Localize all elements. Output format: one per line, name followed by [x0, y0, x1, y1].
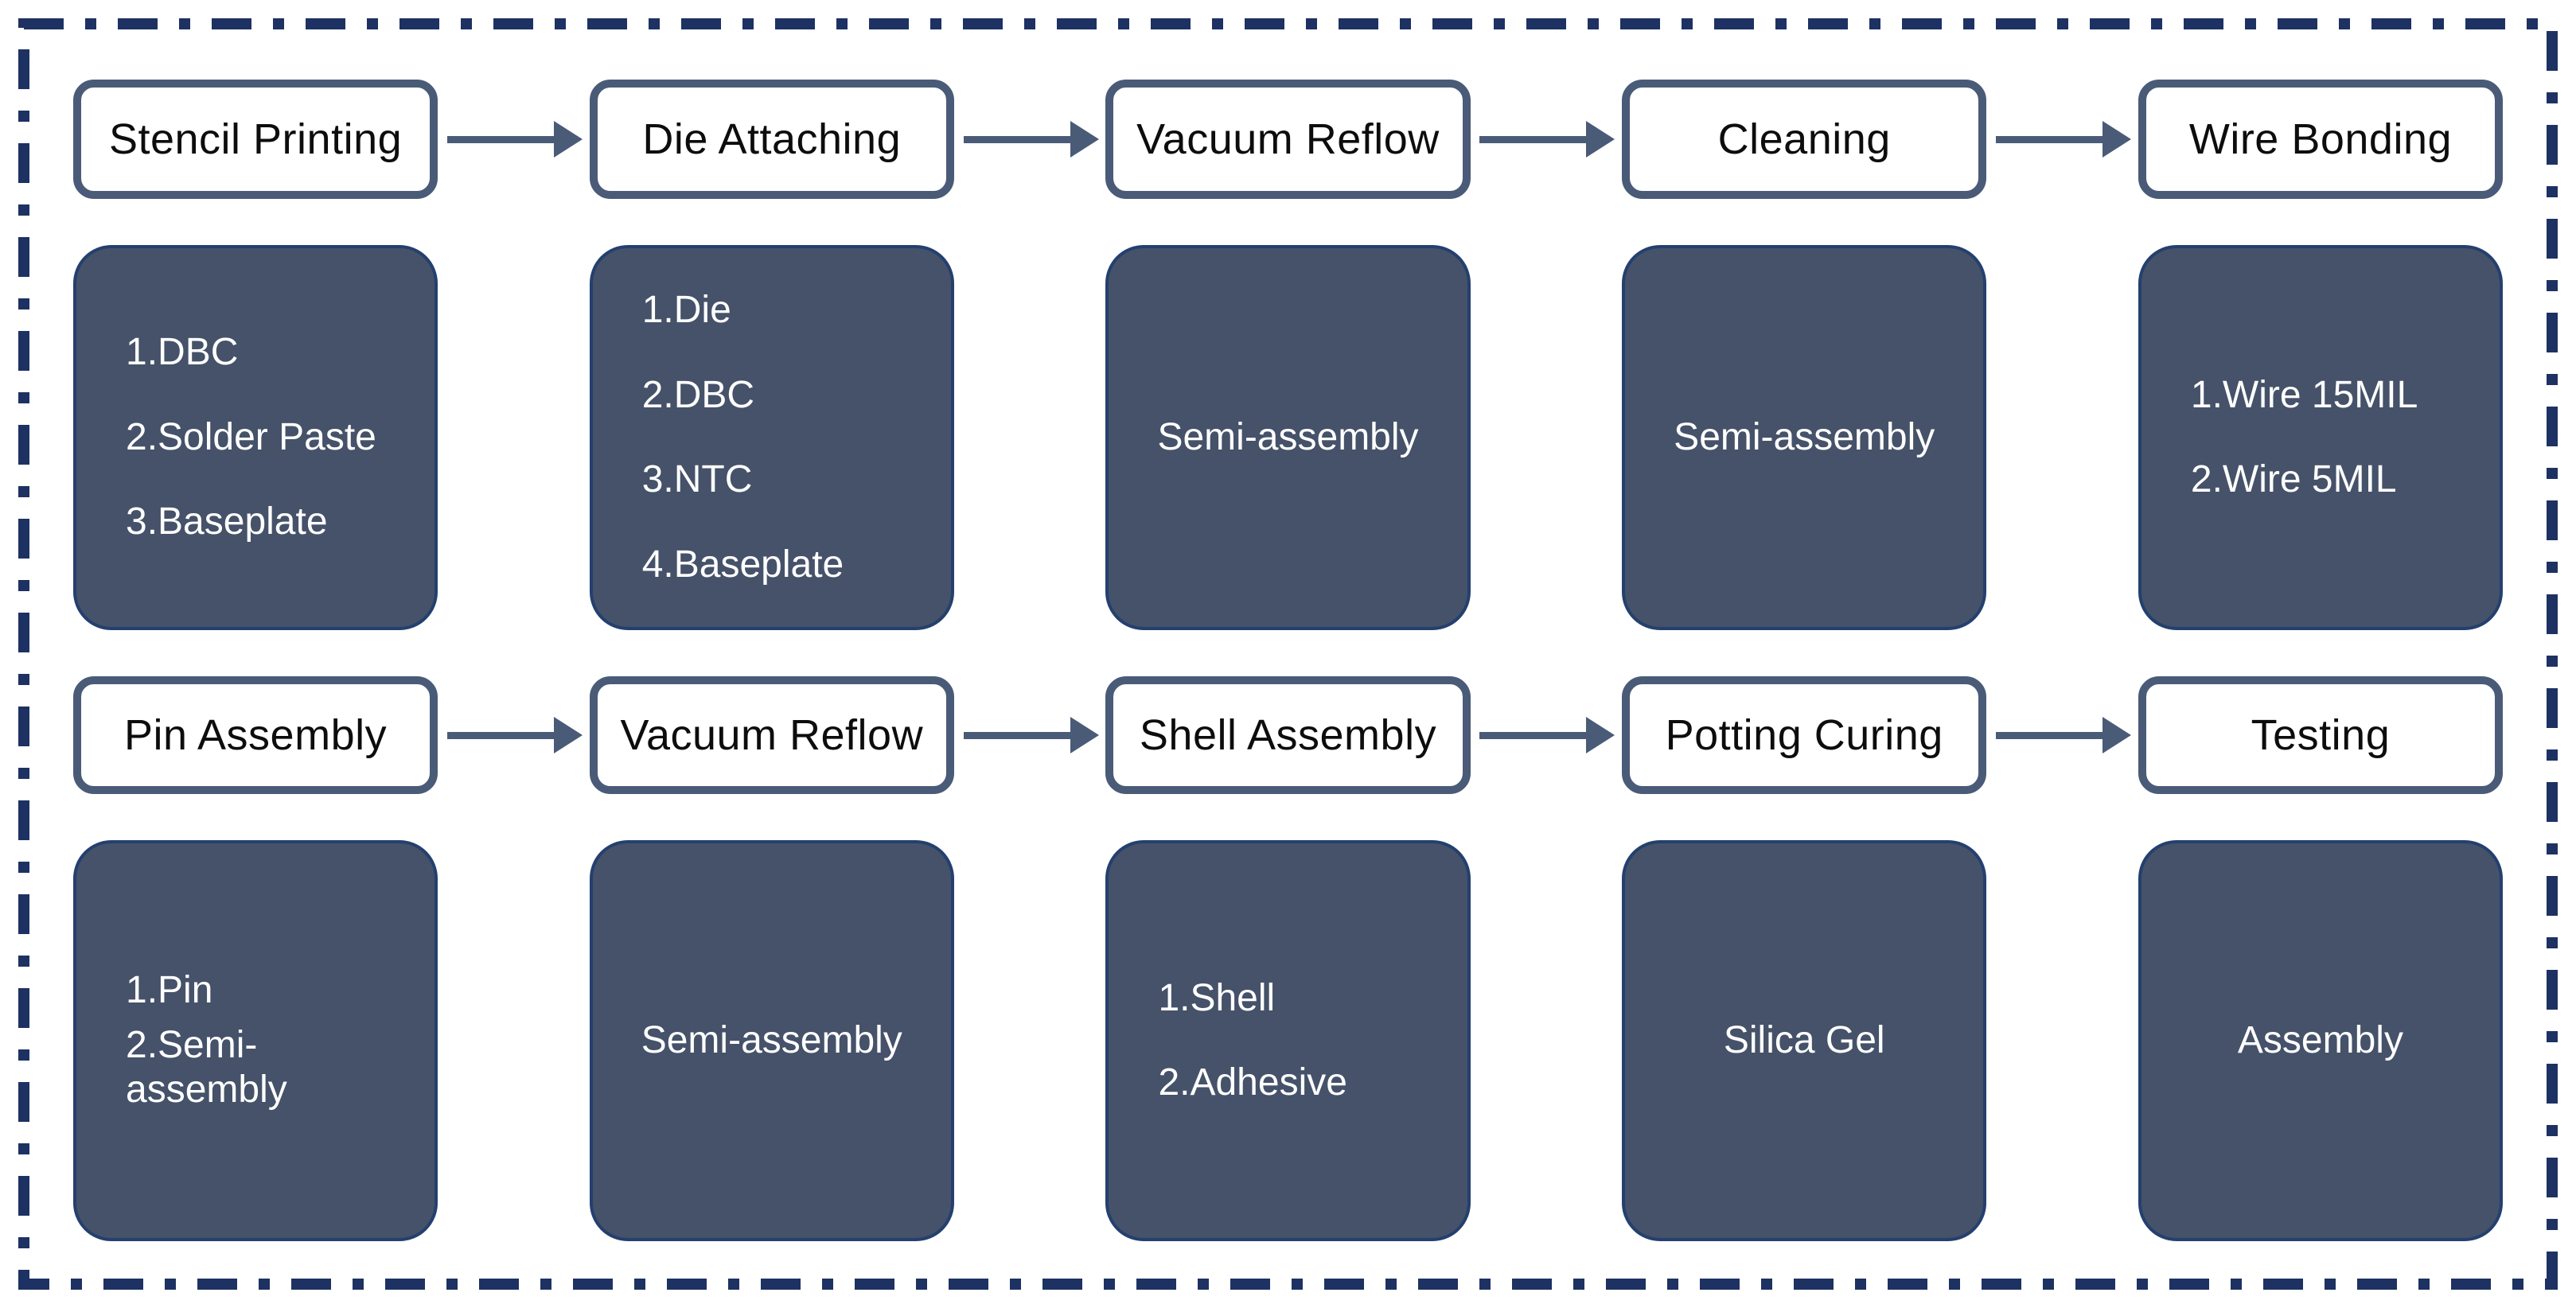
- process-box-testing: Testing: [2138, 676, 2503, 795]
- material-item: 4.Baseplate: [641, 543, 844, 586]
- materials-box-stencil-printing: 1.DBC 2.Solder Paste 3.Baseplate: [73, 245, 438, 631]
- process-flow-diagram: Stencil Printing Die Attaching Vacuum Re…: [73, 80, 2503, 1241]
- material-item: 2.Solder Paste: [126, 415, 376, 458]
- arrow-right-icon: [1479, 731, 1589, 739]
- material-item: 2.Adhesive: [1158, 1061, 1347, 1104]
- process-box-cleaning: Cleaning: [1622, 80, 1987, 199]
- arrow-cell: [1471, 676, 1623, 794]
- materials-box-vacuum-reflow-2: Semi-assembly: [589, 840, 954, 1241]
- process-label: Cleaning: [1717, 115, 1891, 163]
- process-label: Potting Curing: [1665, 711, 1943, 760]
- materials-box-die-attaching: 1.Die 2.DBC 3.NTC 4.Baseplate: [589, 245, 954, 631]
- material-item: 1.DBC: [126, 331, 239, 374]
- material-item: Semi-assembly: [641, 1018, 902, 1061]
- arrow-right-icon: [1995, 135, 2106, 143]
- arrow-right-icon: [963, 135, 1073, 143]
- process-box-pin-assembly: Pin Assembly: [73, 676, 438, 795]
- arrow-cell: [954, 676, 1106, 794]
- process-label: Die Attaching: [642, 115, 902, 163]
- process-label: Vacuum Reflow: [620, 711, 924, 760]
- materials-box-pin-assembly: 1.Pin 2.Semi-assembly: [73, 840, 438, 1241]
- material-item: 3.NTC: [641, 458, 753, 501]
- arrow-cell: [438, 80, 590, 199]
- material-item: 2.DBC: [641, 373, 755, 416]
- process-box-shell-assembly: Shell Assembly: [1105, 676, 1471, 795]
- material-item: 1.Wire 15MIL: [2190, 373, 2418, 416]
- process-label: Stencil Printing: [108, 115, 403, 163]
- materials-box-vacuum-reflow-1: Semi-assembly: [1105, 245, 1471, 631]
- arrow-right-icon: [1479, 135, 1589, 143]
- process-box-potting-curing: Potting Curing: [1622, 676, 1987, 795]
- material-item: 2.Wire 5MIL: [2190, 458, 2397, 501]
- process-box-stencil-printing: Stencil Printing: [73, 80, 438, 199]
- material-item: Semi-assembly: [1157, 415, 1419, 458]
- material-item: 1.Pin: [126, 969, 213, 1012]
- arrow-cell: [1986, 80, 2138, 199]
- arrow-right-icon: [963, 731, 1073, 739]
- material-item: Assembly: [2237, 1018, 2403, 1061]
- process-box-vacuum-reflow-1: Vacuum Reflow: [1105, 80, 1471, 199]
- materials-box-cleaning: Semi-assembly: [1622, 245, 1987, 631]
- process-label: Vacuum Reflow: [1136, 115, 1440, 163]
- material-item: 1.Die: [641, 288, 731, 331]
- arrow-right-icon: [1995, 731, 2106, 739]
- arrow-cell: [1471, 80, 1623, 199]
- process-box-wire-bonding: Wire Bonding: [2138, 80, 2503, 199]
- materials-box-wire-bonding: 1.Wire 15MIL 2.Wire 5MIL: [2138, 245, 2503, 631]
- process-box-vacuum-reflow-2: Vacuum Reflow: [589, 676, 954, 795]
- process-label: Wire Bonding: [2188, 115, 2453, 163]
- arrow-cell: [438, 676, 590, 794]
- materials-box-shell-assembly: 1.Shell 2.Adhesive: [1105, 840, 1471, 1241]
- arrow-cell: [954, 80, 1106, 199]
- process-label: Shell Assembly: [1139, 711, 1437, 760]
- arrow-right-icon: [446, 135, 557, 143]
- process-box-die-attaching: Die Attaching: [589, 80, 954, 199]
- materials-box-testing: Assembly: [2138, 840, 2503, 1241]
- arrow-right-icon: [446, 731, 557, 739]
- materials-box-potting-curing: Silica Gel: [1622, 840, 1987, 1241]
- material-item: Semi-assembly: [1674, 415, 1935, 458]
- material-item: Silica Gel: [1723, 1018, 1885, 1061]
- material-item: 3.Baseplate: [126, 500, 328, 543]
- material-item: 2.Semi-assembly: [126, 1023, 287, 1111]
- arrow-cell: [1986, 676, 2138, 794]
- material-item: 1.Shell: [1158, 976, 1276, 1019]
- process-label: Testing: [2251, 711, 2391, 760]
- process-label: Pin Assembly: [123, 711, 388, 760]
